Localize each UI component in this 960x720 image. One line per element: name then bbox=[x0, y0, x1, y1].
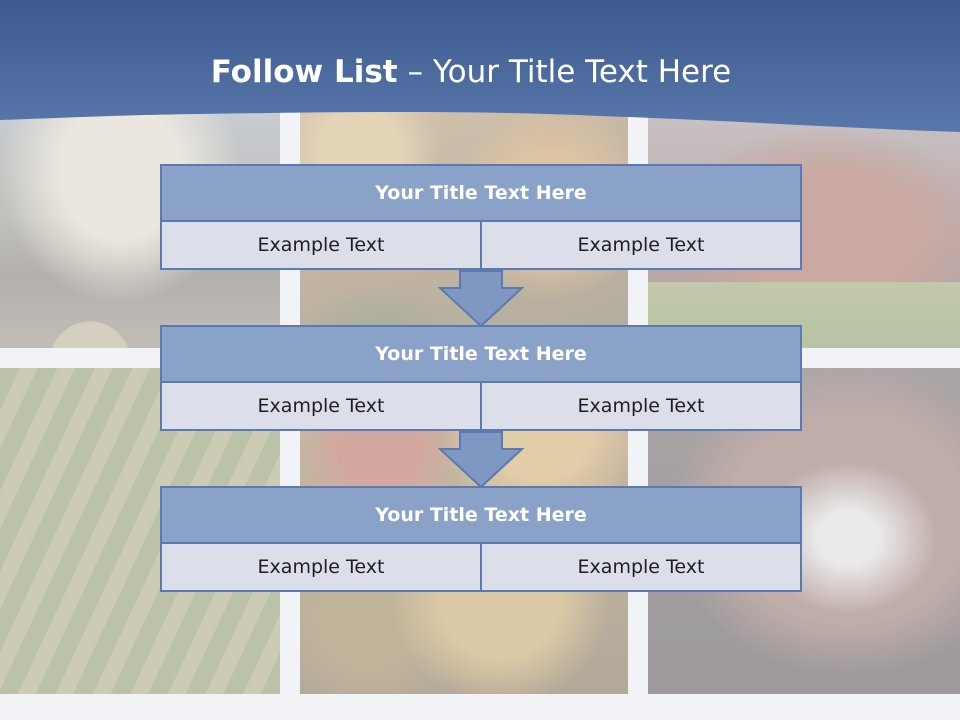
step-cell-left: Example Text bbox=[162, 222, 480, 268]
header-band: Follow List – Your Title Text Here bbox=[0, 0, 960, 140]
step-cell-right: Example Text bbox=[480, 544, 800, 590]
step-cells: Example Text Example Text bbox=[162, 383, 800, 429]
slide-title: Follow List – Your Title Text Here bbox=[0, 54, 942, 90]
header-wave bbox=[0, 0, 960, 132]
step-title: Your Title Text Here bbox=[162, 488, 800, 544]
step-cell-right: Example Text bbox=[480, 383, 800, 429]
list-step-3: Your Title Text Here Example Text Exampl… bbox=[160, 486, 802, 592]
step-cells: Example Text Example Text bbox=[162, 544, 800, 590]
title-bold: Follow List bbox=[210, 54, 398, 90]
title-rest: – Your Title Text Here bbox=[397, 54, 732, 90]
list-step-2: Your Title Text Here Example Text Exampl… bbox=[160, 325, 802, 431]
step-cell-left: Example Text bbox=[162, 544, 480, 590]
step-title: Your Title Text Here bbox=[162, 327, 800, 383]
step-title: Your Title Text Here bbox=[162, 166, 800, 222]
down-arrow-icon bbox=[438, 270, 524, 328]
step-cells: Example Text Example Text bbox=[162, 222, 800, 268]
down-arrow-icon bbox=[438, 431, 524, 489]
step-cell-right: Example Text bbox=[480, 222, 800, 268]
list-step-1: Your Title Text Here Example Text Exampl… bbox=[160, 164, 802, 270]
step-cell-left: Example Text bbox=[162, 383, 480, 429]
